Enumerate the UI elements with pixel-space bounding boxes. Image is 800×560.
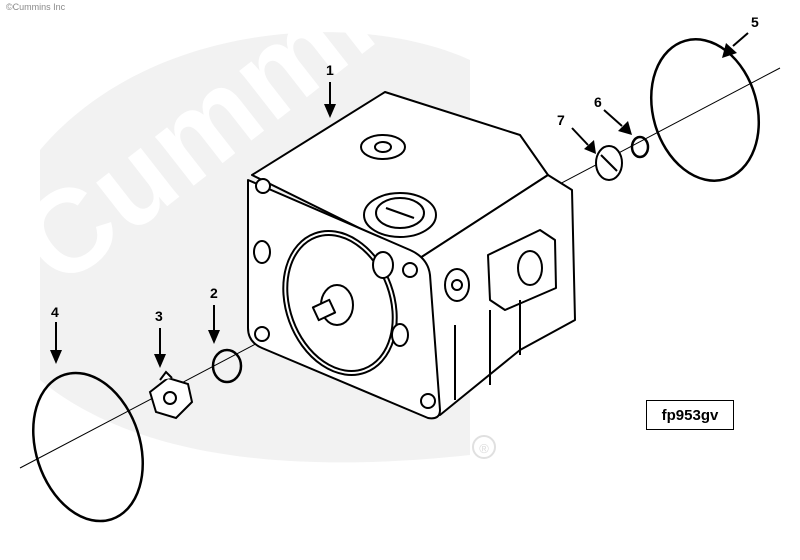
callout-6: 6 — [594, 94, 602, 110]
drive-plug — [595, 145, 623, 181]
callout-3: 3 — [155, 308, 163, 324]
o-ring-small-right — [630, 135, 650, 159]
callout-4: 4 — [51, 304, 59, 320]
copyright-notice: ©Cummins Inc — [6, 2, 66, 12]
registered-mark: ® — [479, 441, 489, 456]
callout-2: 2 — [210, 285, 218, 301]
pump-body — [247, 91, 576, 420]
o-ring-large-left — [32, 371, 144, 523]
figure-id-label: fp953gv — [661, 406, 719, 424]
drive-coupling — [148, 370, 194, 420]
callout-5: 5 — [751, 14, 759, 30]
callout-7: 7 — [557, 112, 565, 128]
figure-id-box: fp953gv — [646, 400, 734, 430]
callout-1: 1 — [326, 62, 334, 78]
callout-arrows — [50, 32, 749, 368]
o-ring-small-shaft — [211, 348, 243, 384]
o-ring-large-right — [649, 38, 761, 182]
